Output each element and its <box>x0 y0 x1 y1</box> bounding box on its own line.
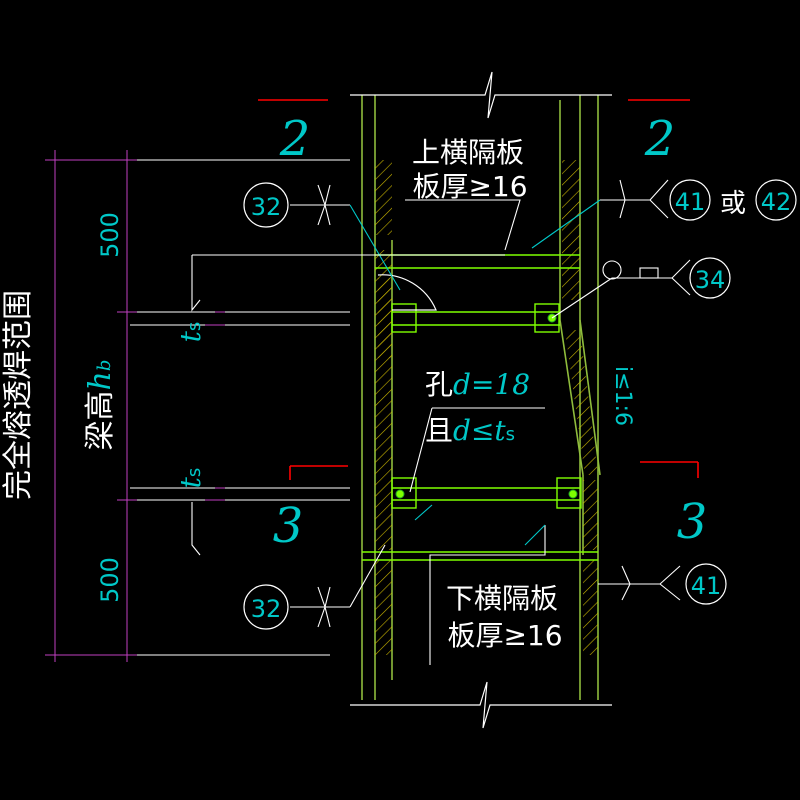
ts-upper: ts <box>174 322 207 343</box>
or-label: 或 <box>720 189 746 219</box>
weld-number-upper-left: 32 <box>251 193 282 221</box>
svg-text:ts: ts <box>174 468 207 489</box>
ts-lower: ts <box>174 468 207 489</box>
beam-height-label: 梁高hb <box>83 360 118 451</box>
lower-plate-line2: 板厚≥16 <box>447 619 562 652</box>
weld-circle-right-mid <box>689 257 731 299</box>
section-mark-3-left: 3 <box>273 498 304 554</box>
break-lines <box>350 71 612 729</box>
weld-circle-lower-right <box>685 563 727 605</box>
upper-plate-line1: 上横隔板 <box>412 136 524 169</box>
hole-rule: 孔d=18 <box>425 368 530 401</box>
diaphragm-plates <box>362 254 598 561</box>
hole-limit: 且d≤ts <box>425 414 515 447</box>
svg-text:ts: ts <box>174 322 207 343</box>
weld-number-lower-right: 41 <box>691 572 722 600</box>
dimension-lines <box>45 150 225 662</box>
weld-bead-hatch <box>378 278 392 358</box>
weld-bead <box>377 274 437 311</box>
svg-text:梁高hb: 梁高hb <box>83 360 118 451</box>
upper-plate-line2: 板厚≥16 <box>412 170 527 203</box>
section-mark-2-left: 2 <box>279 111 311 167</box>
weld-number-lower-left: 32 <box>251 595 282 623</box>
weld-range-label: 完全熔透焊范围 <box>1 290 36 500</box>
weld-number-upper-right-a: 41 <box>675 188 706 216</box>
section-mark-3-right: 3 <box>677 494 708 550</box>
weld-circle-upper-right-b <box>755 179 797 221</box>
section-mark-2-right: 2 <box>644 111 676 167</box>
hole-dots <box>395 313 578 499</box>
weld-circle-upper-right-a <box>669 179 711 221</box>
weld-number-right-mid: 34 <box>695 266 726 294</box>
slope-label: i≤1:6 <box>610 366 635 426</box>
lower-plate-line1: 下横隔板 <box>446 582 558 615</box>
leader-lines <box>191 99 699 665</box>
beam-flange-lines <box>130 159 350 656</box>
weld-number-upper-right-b: 42 <box>761 188 792 216</box>
dimension-top: 500 <box>96 212 124 258</box>
weld-circle-upper-left <box>243 182 289 228</box>
weld-symbol-circles <box>243 179 797 630</box>
dimension-bottom: 500 <box>96 557 124 603</box>
weld-circle-lower-left <box>243 584 289 630</box>
